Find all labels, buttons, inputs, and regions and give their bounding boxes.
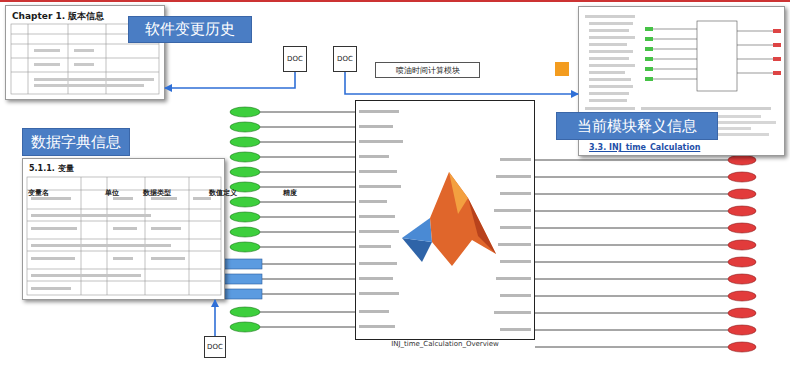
model-title-box: 喷油时间计算模块: [375, 62, 480, 78]
input-wires: [260, 112, 355, 327]
doc-heading: Chapter 1. 版本信息: [12, 10, 104, 23]
callout-label: 当前模块释义信息: [556, 112, 718, 140]
table-header-cell: 精度: [283, 189, 297, 197]
table-header-cell: 数值定义: [209, 189, 237, 197]
output-wires: [535, 160, 728, 347]
callout-label: 软件变更历史: [128, 16, 252, 43]
block-label: INJ_time_Calculation_Overview: [391, 340, 499, 348]
block-label: DOC: [337, 55, 353, 63]
data-dictionary-doc: 5.1.1. 变量: [22, 158, 225, 300]
table-header-cell: 数据类型: [143, 189, 171, 197]
callout-text: 软件变更历史: [145, 20, 235, 39]
doc-link-arrow: [214, 300, 216, 336]
doc-block: DOC: [283, 46, 307, 72]
top-rule: [0, 0, 790, 2]
doc-heading: 5.1.1. 变量: [29, 163, 74, 174]
table-header-cell: 单位: [105, 189, 119, 197]
callout-label: 数据字典信息: [22, 128, 130, 156]
subsystem-block: INJ_time_Calculation_Overview: [355, 100, 535, 340]
table-header-cell: 变量名: [28, 189, 49, 197]
doc-heading: 3.3. INJ_time_Calculation: [589, 143, 700, 152]
port-name-marks: [359, 110, 531, 331]
doc-link-arrow: [165, 72, 295, 88]
callout-text: 当前模块释义信息: [577, 117, 697, 136]
block-label: 喷油时间计算模块: [396, 65, 460, 76]
doc-block: DOC: [333, 46, 357, 72]
doc-block: DOC: [204, 336, 226, 358]
orange-block: [555, 62, 569, 76]
block-label: DOC: [207, 343, 223, 351]
callout-text: 数据字典信息: [31, 133, 121, 152]
output-ports: [728, 155, 756, 352]
matlab-logo: [402, 172, 496, 266]
document-page-content: [23, 159, 225, 300]
block-label: DOC: [287, 55, 303, 63]
